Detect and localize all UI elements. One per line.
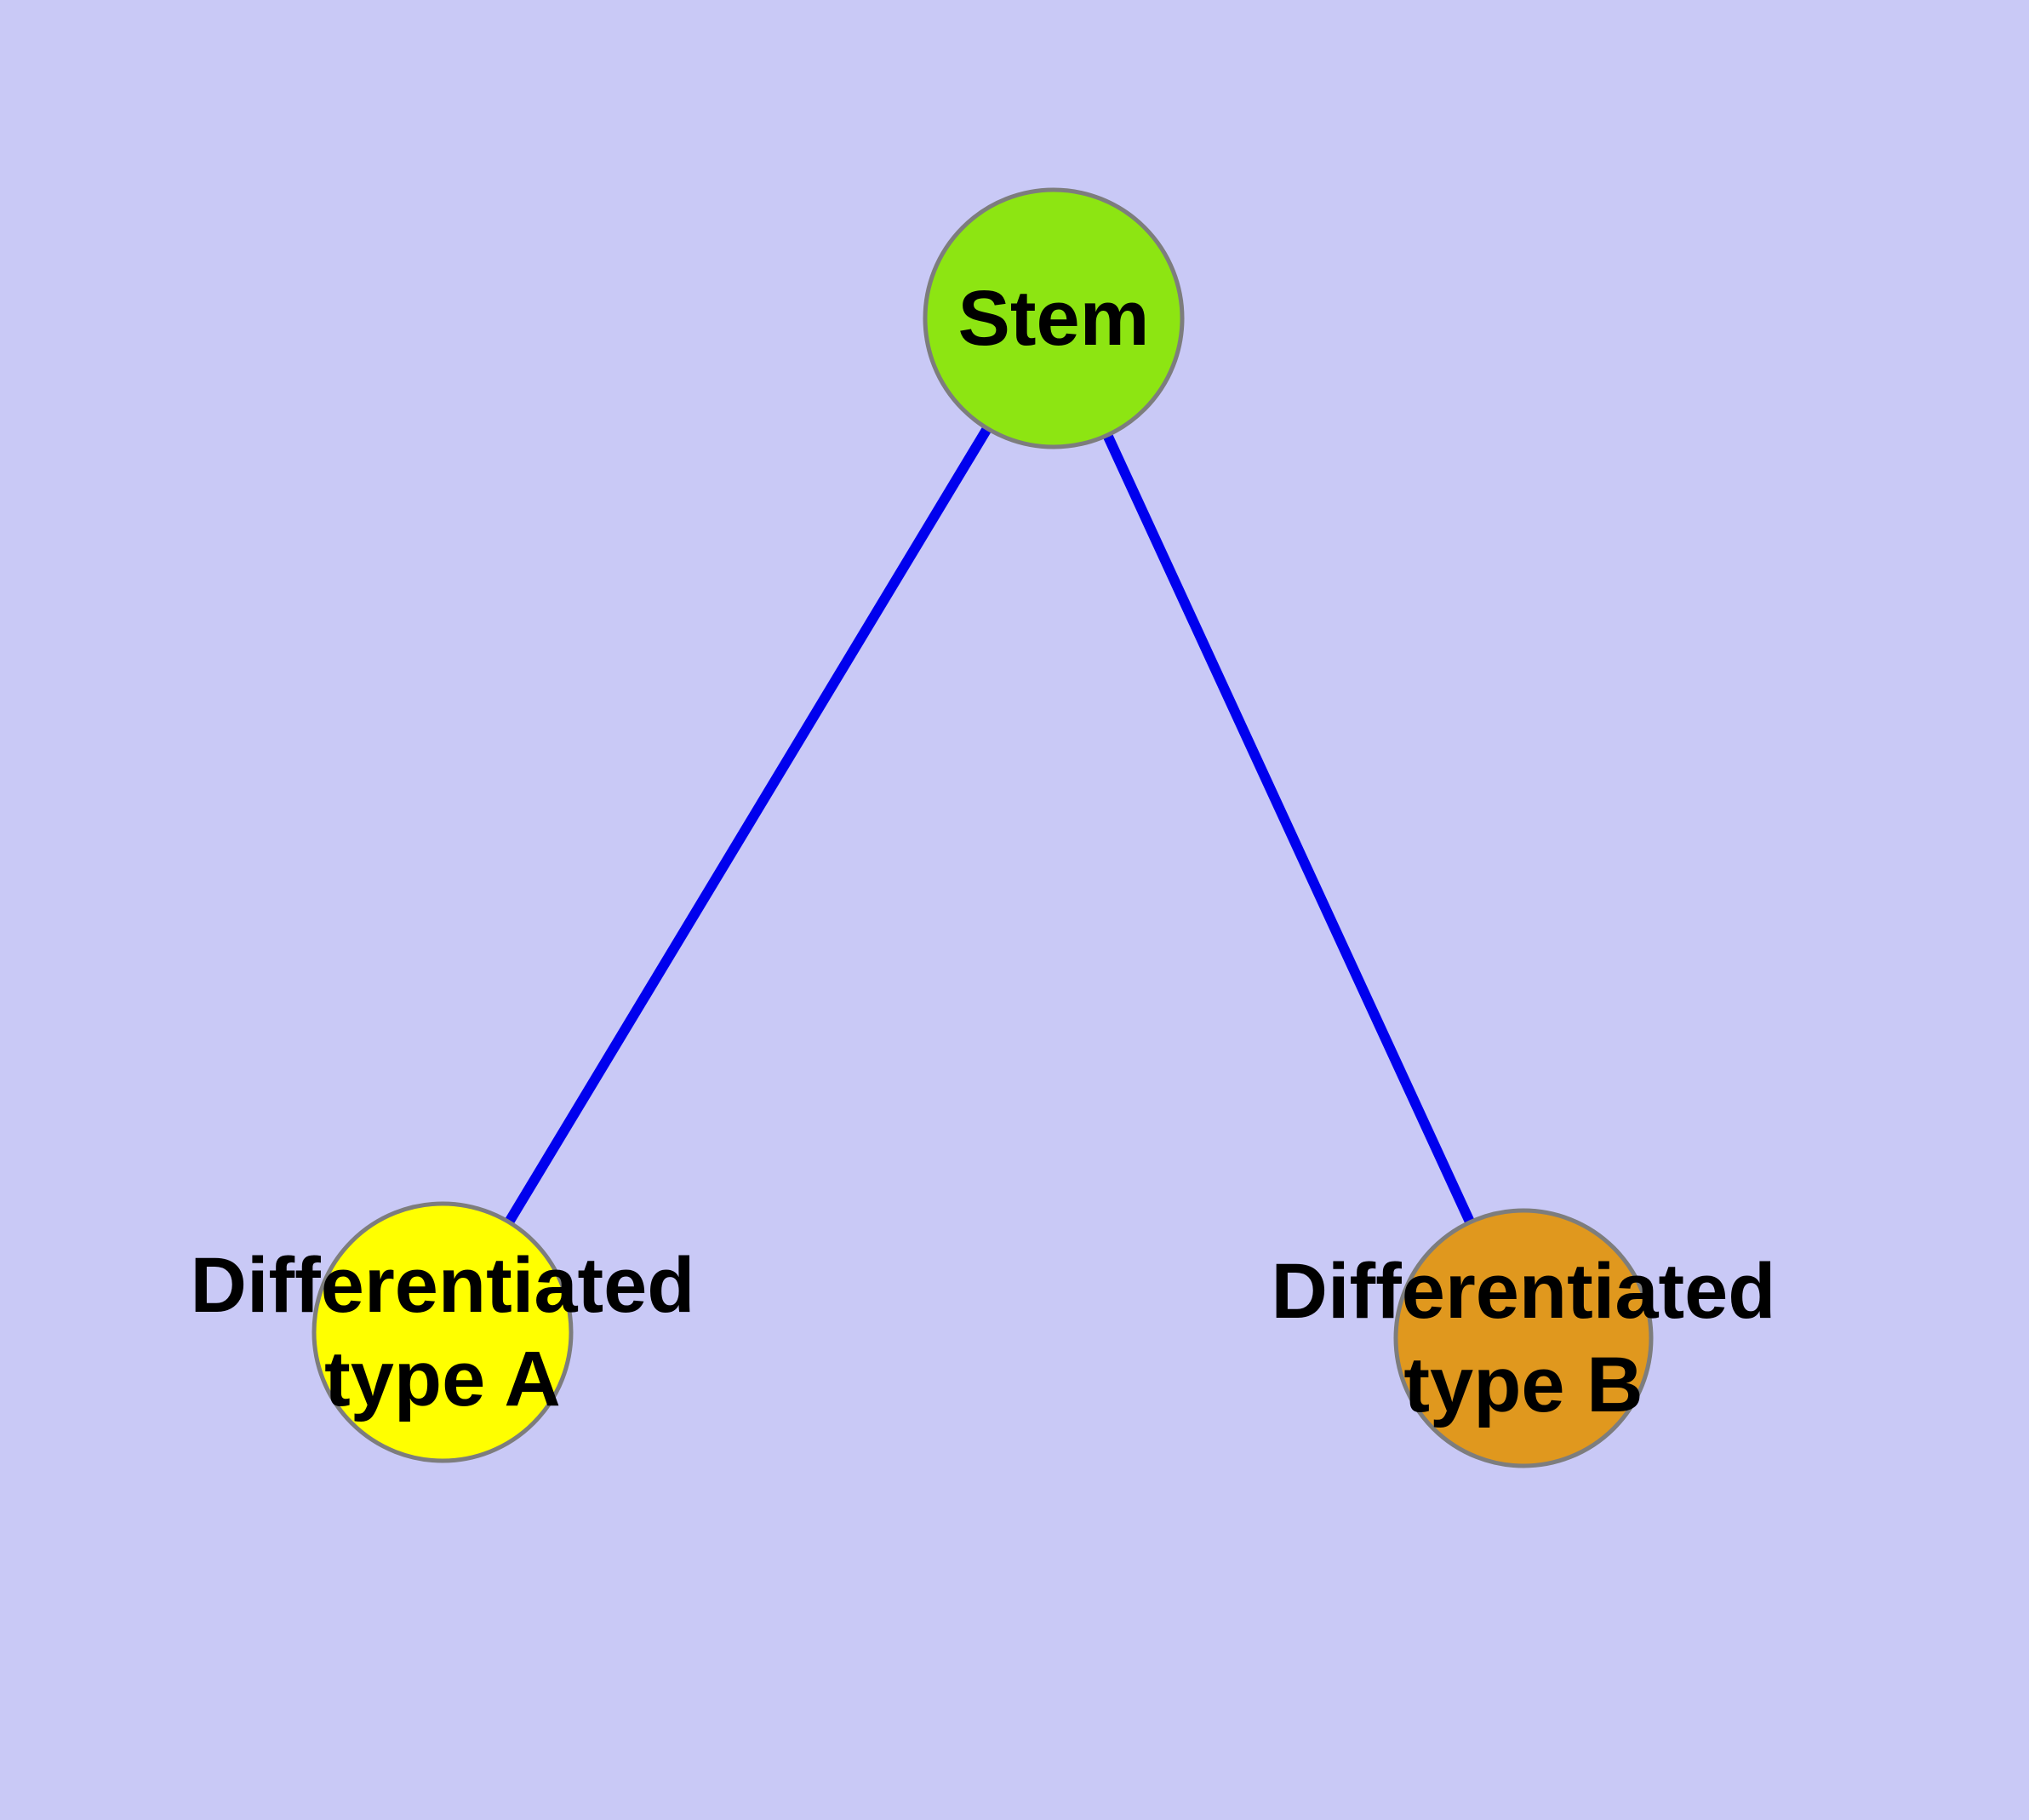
edge-stem-type-b — [1049, 316, 1529, 1341]
node-type-a-circle — [311, 1201, 574, 1463]
node-type-b-circle — [1393, 1208, 1654, 1468]
node-stem-circle — [923, 187, 1185, 449]
edge-stem-type-a — [437, 315, 1059, 1336]
